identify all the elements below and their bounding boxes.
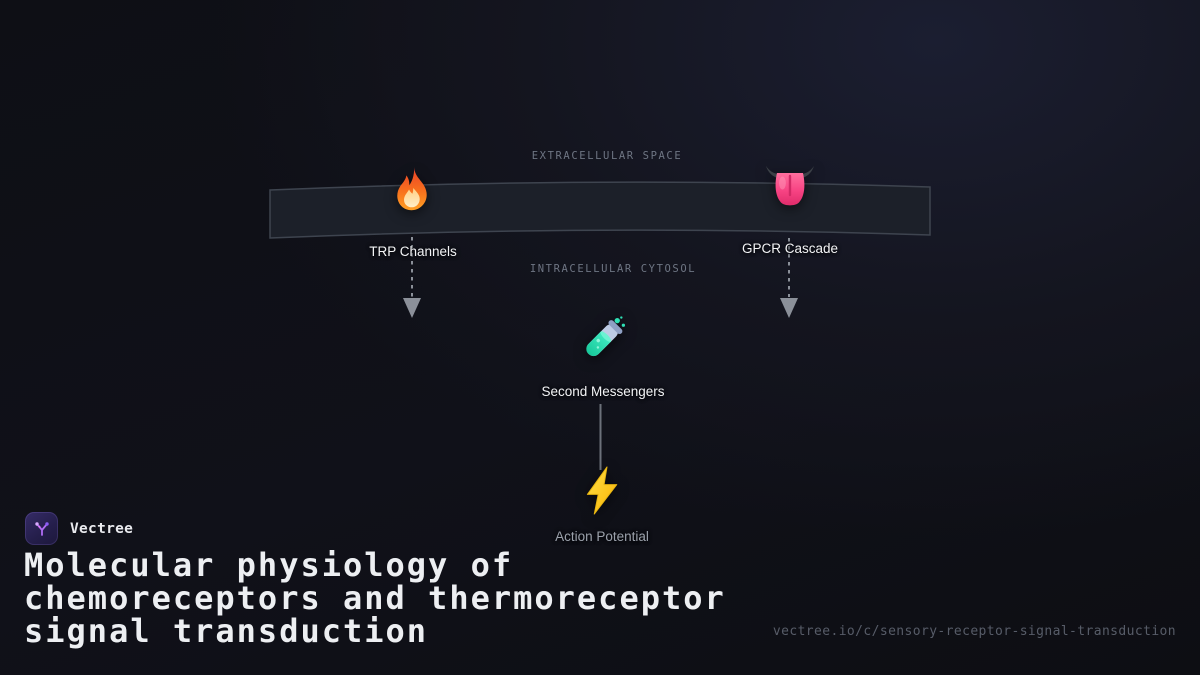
brand-row: Vectree [25, 512, 133, 545]
vectree-branch-icon [34, 521, 49, 536]
node-second-messengers[interactable]: Second Messengers [541, 315, 665, 399]
brand-wordmark: Vectree [70, 520, 134, 537]
gpcr-arrowhead [780, 298, 798, 318]
vectree-logo[interactable] [25, 512, 58, 545]
gpcr-cascade-label: GPCR Cascade [741, 241, 839, 256]
fire-icon [397, 167, 427, 211]
trp-channels-label: TRP Channels [369, 244, 457, 259]
node-gpcr-cascade[interactable]: GPCR Cascade [742, 164, 838, 256]
node-trp-channels[interactable]: TRP Channels [369, 166, 457, 259]
test-tube-icon [586, 316, 626, 357]
page-title: Molecular physiology of chemoreceptors a… [24, 546, 726, 650]
tongue-icon [765, 166, 814, 206]
trp-arrowhead [403, 298, 421, 318]
page-url[interactable]: vectree.io/c/sensory-receptor-signal-tra… [772, 624, 1176, 639]
intracellular-zone-label: INTRACELLULAR CYTOSOL [529, 263, 697, 275]
extracellular-zone-label: EXTRACELLULAR SPACE [531, 150, 683, 162]
second-messengers-label: Second Messengers [541, 384, 665, 399]
node-action-potential[interactable]: Action Potential [555, 465, 649, 544]
action-potential-label: Action Potential [555, 529, 649, 544]
membrane-band [269, 181, 931, 239]
lightning-icon [586, 466, 618, 515]
